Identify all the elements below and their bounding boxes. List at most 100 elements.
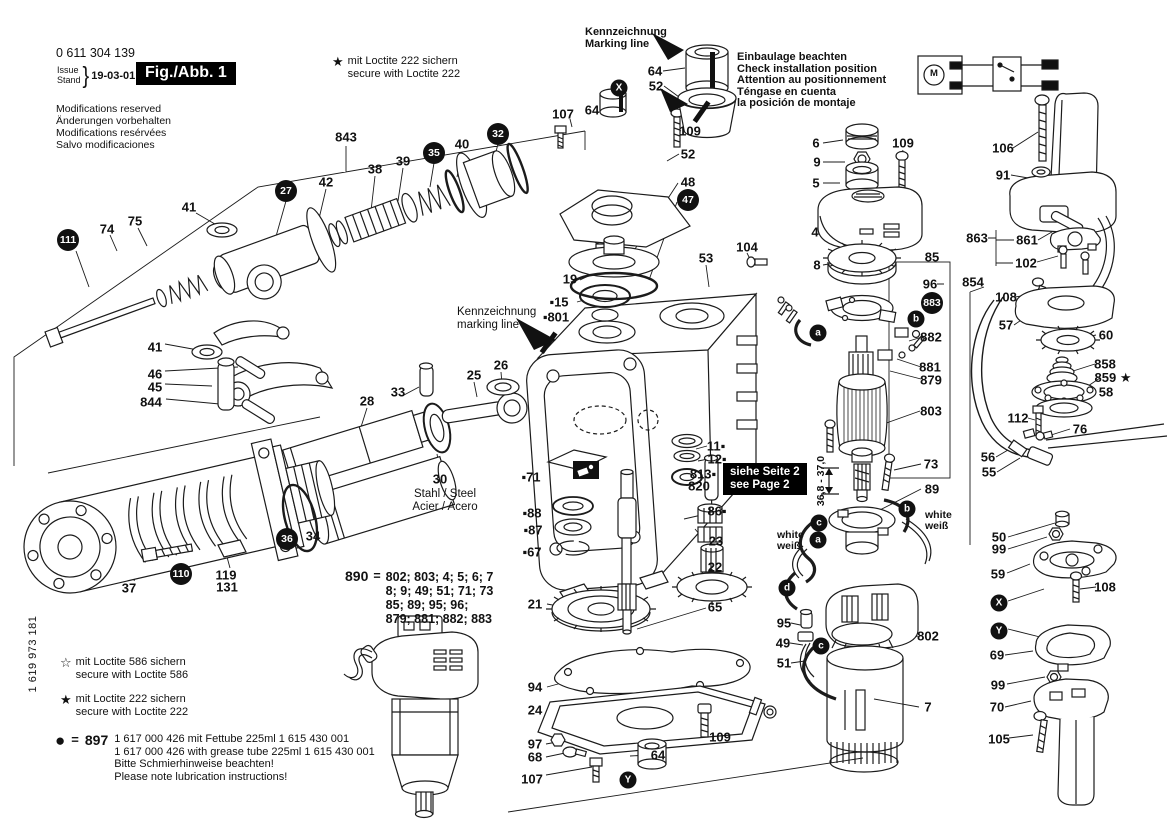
part-callout-37: 37 <box>121 580 137 596</box>
part-callout-801: ▪801 <box>542 309 570 325</box>
part-callout-40: 40 <box>454 136 470 152</box>
part-callout-71: ▪71 <box>521 469 541 485</box>
part-callout-5: 5 <box>812 175 820 191</box>
part-callout-c: c <box>810 514 828 532</box>
part-callout-70: 70 <box>989 699 1005 715</box>
part-callout-57: 57 <box>998 317 1014 333</box>
part-callout-56: 56 <box>980 449 996 465</box>
part-callout-60: 60 <box>1098 327 1114 343</box>
part-callout-67: ▪67 <box>522 544 542 560</box>
part-callout-69: 69 <box>989 647 1005 663</box>
modifications-note: Modifications reserved Änderungen vorbeh… <box>56 103 172 151</box>
part-callout-21: 21 <box>527 596 543 612</box>
part-callout-109: 109 <box>679 123 701 139</box>
part-callout-11: 11▪ <box>706 438 726 454</box>
part-callout-107: 107 <box>552 106 574 122</box>
part-callout-86: 86▪ <box>707 503 727 519</box>
part-callout-881: 881 <box>919 359 941 375</box>
figure-badge: Fig./Abb. 1 <box>136 62 236 85</box>
striker-spindle-drawing <box>44 142 529 425</box>
part-callout-87: ▪87 <box>523 522 543 538</box>
part-callout-883: 883 <box>921 292 943 314</box>
motor-symbol-label: M <box>930 68 938 79</box>
part-callout-111: 111 <box>57 229 79 251</box>
part-callout-25: 25 <box>466 367 482 383</box>
part-callout-99: 99 <box>991 541 1007 557</box>
part-callout-35: 35 <box>423 142 445 164</box>
part-callout-859: 859 ★ <box>1094 370 1132 385</box>
part-callout-65: 65 <box>707 599 723 615</box>
part-callout-109: 109 <box>709 729 731 745</box>
marking-arrow-mid <box>516 318 556 350</box>
part-callout-97: 97 <box>527 736 543 752</box>
part-callout-42: 42 <box>318 174 334 190</box>
part-callout-34: 34 <box>305 528 321 544</box>
part-callout-c: c <box>812 637 830 655</box>
part-callout-7: 7 <box>924 699 932 715</box>
part-callout-4: 4 <box>811 224 819 240</box>
grease-897-note: ● = 897 1 617 000 426 mit Fettube 225ml … <box>55 731 375 783</box>
bullet-icon: ● <box>55 731 66 750</box>
document-number-vertical: 1 619 973 181 <box>27 615 39 693</box>
part-callout-107: 107 <box>521 771 543 787</box>
part-callout-53: 53 <box>698 250 714 266</box>
part-callout-Y: Y <box>619 771 637 789</box>
part-callout-109: 109 <box>892 135 914 151</box>
part-callout-30: 30 <box>432 471 448 487</box>
part-number: 0 611 304 139 <box>56 46 136 60</box>
part-callout-64: 64 <box>650 747 666 763</box>
star-filled-icon: ★ <box>60 692 72 707</box>
dimension-label: 36,8 - 37,0 <box>815 455 827 507</box>
marking-arrow-top <box>652 33 684 60</box>
part-callout-12: 12▪ <box>707 451 727 467</box>
crank-absorber-drawing <box>516 33 768 350</box>
part-callout-23: 23 <box>708 533 724 549</box>
part-callout-46: 46 <box>147 366 163 382</box>
hammer-tube-drawing <box>23 362 528 594</box>
part-callout-9: 9 <box>813 154 821 170</box>
part-callout-106: 106 <box>992 140 1014 156</box>
marking-arrow-cup <box>660 88 688 112</box>
part-callout-863: 863 <box>966 230 988 246</box>
part-callout-38: 38 <box>367 161 383 177</box>
part-callout-64: 64 <box>584 102 600 118</box>
part-callout-88: ▪88 <box>522 505 542 521</box>
part-callout-51: 51 <box>776 655 792 671</box>
part-callout-32: 32 <box>487 123 509 145</box>
part-callout-844: 844 <box>140 394 162 410</box>
part-callout-58: 58 <box>1098 384 1114 400</box>
part-callout-b: b <box>898 500 916 518</box>
part-callout-6: 6 <box>812 135 820 151</box>
part-callout-19: 19 <box>562 271 578 287</box>
part-callout-112: 112 <box>1007 410 1029 426</box>
part-callout-X: X <box>990 594 1008 612</box>
part-callout-64: 64 <box>647 63 663 79</box>
star-outline-icon: ☆ <box>60 655 72 670</box>
wiring-diagram <box>917 55 1059 95</box>
part-callout-95: 95 <box>776 615 792 631</box>
part-callout-94: 94 <box>527 679 543 695</box>
part-callout-26: 26 <box>493 357 509 373</box>
part-callout-8: 8 <box>813 257 821 273</box>
part-callout-15: ▪15 <box>549 294 569 310</box>
part-callout-131: 131 <box>216 579 238 595</box>
part-callout-119: 119 <box>215 567 237 583</box>
part-callout-Y: Y <box>990 622 1008 640</box>
part-callout-27: 27 <box>275 180 297 202</box>
part-callout-102: 102 <box>1015 255 1037 271</box>
part-callout-89: 89 <box>924 481 940 497</box>
part-callout-47: 47 <box>677 189 699 211</box>
part-callout-108: 108 <box>1094 579 1116 595</box>
part-callout-76: 76 <box>1072 421 1088 437</box>
part-callout-843: 843 <box>335 129 357 145</box>
part-callout-50: 50 <box>991 529 1007 545</box>
part-callout-59: 59 <box>990 566 1006 582</box>
stand-label: Stand <box>57 74 81 85</box>
group-890-note: 890 = 802; 803; 4; 5; 6; 7 8; 9; 49; 51;… <box>345 568 494 626</box>
part-callout-813: 813▪ <box>689 466 717 482</box>
